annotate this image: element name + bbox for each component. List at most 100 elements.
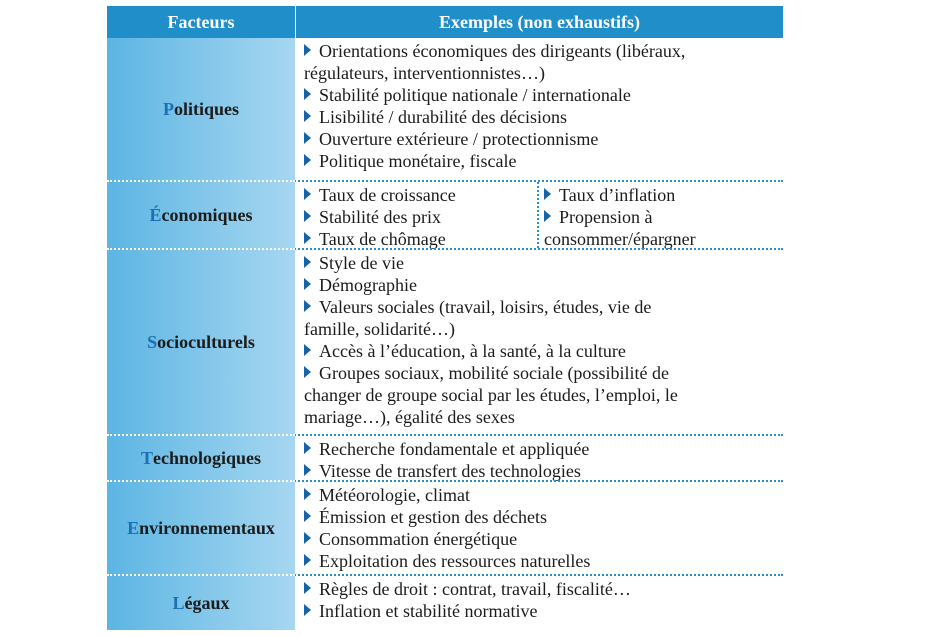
- item-text: Politique monétaire, fiscale: [319, 151, 517, 171]
- factor-initial: É: [149, 204, 162, 225]
- bullet-icon: [304, 582, 311, 594]
- item-text: famille, solidarité…): [304, 319, 455, 339]
- list-item: Groupes sociaux, mobilité sociale (possi…: [304, 362, 777, 384]
- item-text: Propension à: [559, 207, 653, 227]
- item-text: Accès à l’éducation, à la santé, à la cu…: [319, 341, 626, 361]
- list-item: Accès à l’éducation, à la santé, à la cu…: [304, 340, 777, 362]
- item-text: consommer/épargner: [544, 229, 696, 249]
- list-item-continuation: consommer/épargner: [544, 228, 696, 250]
- list-item: Stabilité politique nationale / internat…: [304, 84, 777, 106]
- bullet-icon: [304, 88, 311, 100]
- item-text: Inflation et stabilité normative: [319, 601, 538, 621]
- row-divider: [107, 180, 783, 182]
- factor-rest: echnologiques: [152, 447, 262, 468]
- bullet-icon: [304, 442, 311, 454]
- list-item: Météorologie, climat: [304, 484, 777, 506]
- bullet-icon: [544, 188, 551, 200]
- factor-initial: E: [127, 517, 140, 538]
- header-factors: Facteurs: [107, 6, 296, 38]
- bullet-icon: [304, 210, 311, 222]
- list-item: Orientations économiques des dirigeants …: [304, 40, 777, 62]
- factor-rest: égaux: [184, 592, 230, 613]
- item-text: Taux de croissance: [319, 185, 456, 205]
- column-divider: [537, 182, 539, 248]
- factor-rest: olitiques: [173, 98, 239, 119]
- item-text: Ouverture extérieure / protectionnisme: [319, 129, 599, 149]
- factor-initial: P: [162, 98, 174, 119]
- list-item: Stabilité des prix: [304, 206, 532, 228]
- examples-right-column: Taux d’inflation Propension à consommer/…: [544, 184, 696, 250]
- header-examples: Exemples (non exhaustifs): [296, 6, 783, 38]
- examples-list: Style de vie Démographie Valeurs sociale…: [304, 252, 777, 428]
- item-text: Orientations économiques des dirigeants …: [319, 41, 686, 61]
- list-item: Consommation énergétique: [304, 528, 777, 550]
- factor-initial: T: [140, 447, 153, 468]
- item-text: changer de groupe social par les études,…: [304, 385, 678, 405]
- list-item: Recherche fondamentale et appliquée: [304, 438, 777, 460]
- bullet-icon: [304, 232, 311, 244]
- row-divider: [107, 434, 783, 436]
- factor-initial: S: [147, 331, 158, 352]
- list-item-continuation: changer de groupe social par les études,…: [304, 384, 777, 406]
- bullet-icon: [304, 300, 311, 312]
- bullet-icon: [304, 110, 311, 122]
- item-text: Taux de chômage: [319, 229, 446, 249]
- bullet-icon: [304, 188, 311, 200]
- bullet-icon: [304, 44, 311, 56]
- item-text: Stabilité politique nationale / internat…: [319, 85, 631, 105]
- list-item: Exploitation des ressources naturelles: [304, 550, 777, 572]
- row-divider: [107, 480, 783, 482]
- bullet-icon: [304, 532, 311, 544]
- item-text: Lisibilité / durabilité des décisions: [319, 107, 567, 127]
- factor-rest: nvironnementaux: [139, 517, 275, 538]
- bullet-icon: [304, 366, 311, 378]
- bullet-icon: [304, 510, 311, 522]
- list-item: Vitesse de transfert des technologies: [304, 460, 777, 482]
- list-item: Émission et gestion des déchets: [304, 506, 777, 528]
- list-item: Démographie: [304, 274, 777, 296]
- item-text: Recherche fondamentale et appliquée: [319, 439, 590, 459]
- bullet-icon: [544, 210, 551, 222]
- bullet-icon: [304, 344, 311, 356]
- bullet-icon: [304, 464, 311, 476]
- examples-list: Règles de droit : contrat, travail, fisc…: [304, 578, 777, 622]
- bullet-icon: [304, 278, 311, 290]
- item-text: Consommation énergétique: [319, 529, 518, 549]
- list-item: Règles de droit : contrat, travail, fisc…: [304, 578, 777, 600]
- row-divider: [107, 574, 783, 576]
- list-item: Valeurs sociales (travail, loisirs, étud…: [304, 296, 777, 318]
- bullet-icon: [304, 488, 311, 500]
- list-item: Lisibilité / durabilité des décisions: [304, 106, 777, 128]
- item-text: Météorologie, climat: [319, 485, 470, 505]
- item-text: Vitesse de transfert des technologies: [319, 461, 581, 481]
- bullet-icon: [304, 154, 311, 166]
- factor-initial: L: [172, 592, 185, 613]
- item-text: Groupes sociaux, mobilité sociale (possi…: [319, 363, 669, 383]
- list-item: Inflation et stabilité normative: [304, 600, 777, 622]
- bullet-icon: [304, 256, 311, 268]
- list-item-continuation: famille, solidarité…): [304, 318, 777, 340]
- list-item: Taux d’inflation: [544, 184, 696, 206]
- list-item: Ouverture extérieure / protectionnisme: [304, 128, 777, 150]
- list-item: Politique monétaire, fiscale: [304, 150, 777, 172]
- item-text: Démographie: [319, 275, 417, 295]
- factor-rest: conomiques: [161, 204, 253, 225]
- item-text: Émission et gestion des déchets: [319, 507, 547, 527]
- list-item: Taux de chômage: [304, 228, 532, 250]
- item-text: mariage…), égalité des sexes: [304, 407, 515, 427]
- item-text: Taux d’inflation: [559, 185, 676, 205]
- bullet-icon: [304, 604, 311, 616]
- examples-list: Météorologie, climat Émission et gestion…: [304, 484, 777, 572]
